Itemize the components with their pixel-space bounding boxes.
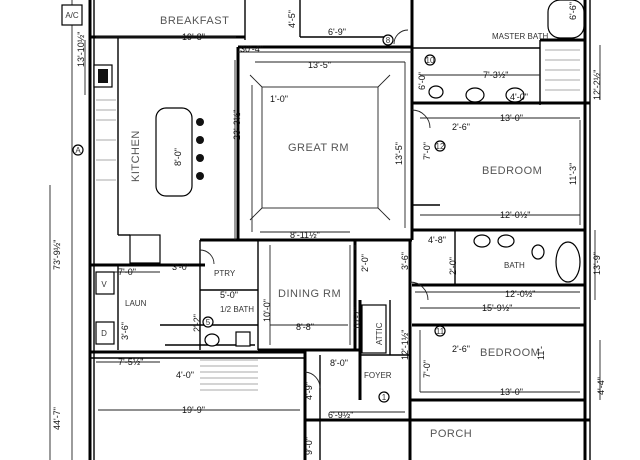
room-porch: PORCH (430, 428, 472, 440)
marker-5: 5 (206, 318, 211, 327)
marker-1: 1 (382, 393, 387, 402)
dim-foyer-9-0: 9'-0" (304, 437, 314, 455)
dryer-letter: D (101, 329, 107, 338)
markers: A 10 12 11 8 5 1 V D (72, 34, 446, 403)
room-bedroom-upper: BEDROOM (482, 165, 542, 177)
ac-label: A/C (65, 11, 79, 20)
room-laun: LAUN (125, 299, 147, 308)
dimension-labels: 19'-8" 30'-4" 6'-9" 7'-3½" 13'-5" 1'-0" … (52, 2, 606, 455)
marker-a: A (75, 146, 81, 155)
dim-left-44: 44'-7" (52, 407, 62, 430)
dim-bed-11-3: 11'-3" (568, 163, 578, 185)
room-half-bath: 1/2 BATH (220, 305, 254, 314)
dim-mb-7-3: 7'-3½" (483, 70, 508, 80)
room-bedroom-lower: BEDROOM (480, 347, 540, 359)
dim-left-73: 73'-9½" (52, 240, 62, 270)
dim-laun-2-2: 2'-2" (192, 314, 202, 332)
dim-garage-19-9: 19'-9" (182, 405, 205, 415)
dim-laun-3-0: 3'-0" (172, 262, 190, 272)
room-dining-rm: DINING RM (278, 288, 341, 300)
marker-8-top: 8 (386, 36, 391, 45)
dim-island-8-0: 8'-0" (173, 148, 183, 166)
dim-foyer-4-9: 4'-9" (304, 382, 314, 400)
dim-laun-3-6: 3'-6" (120, 322, 130, 340)
dim-bed-2-6-top: 2'-6" (452, 122, 470, 132)
dim-ptry-5-0: 5'-0" (220, 290, 238, 300)
dim-bath-4-8: 4'-8" (428, 235, 446, 245)
dim-dining-8-8: 8'-8" (296, 322, 314, 332)
room-kitchen: KITCHEN (130, 130, 142, 182)
room-bath: BATH (504, 261, 525, 270)
dim-mb-6-0: 6'-0" (417, 72, 427, 90)
dim-laun-7-0: 7'-0" (118, 267, 136, 277)
dim-bed-7-0-low: 7'-0" (422, 360, 432, 378)
dim-great-1-0: 1'-0" (270, 94, 288, 104)
dim-great-8-11: 8'-11½" (290, 230, 320, 240)
fixtures (61, 0, 585, 391)
dim-bath-13-9: 13'-9" (592, 252, 602, 275)
marker-11: 11 (436, 327, 445, 336)
room-attic: ATTIC (375, 322, 384, 345)
dim-bed-13-0-top: 13'-0" (500, 113, 523, 123)
dim-bed-15-9: 15'-9½" (482, 303, 512, 313)
room-master-bath: MASTER BATH (492, 32, 549, 41)
dim-bed-12-0-top: 12'-0½" (500, 210, 530, 220)
dim-mb-12-2: 12'-2½" (592, 70, 602, 100)
dim-dining-10-7: 10'-7" (352, 307, 362, 330)
dim-top-6-6: 6'-6" (568, 2, 578, 20)
marker-12: 12 (436, 142, 445, 151)
dim-hall-7-5: 7'-5½" (118, 357, 143, 367)
exterior-walls (88, 0, 591, 460)
dim-bed-4-4: 4'-4" (596, 377, 606, 395)
dim-great-2-0: 2'-0" (360, 254, 370, 272)
dim-mb-4-5: 4'-5" (287, 10, 297, 28)
dim-overall-30: 30'-4" (240, 44, 263, 54)
dim-kitchen-13-10: 13'-10½" (76, 32, 86, 67)
washer-letter: V (101, 280, 107, 289)
room-ptry: PTRY (214, 269, 236, 278)
room-labels: A/C BREAKFAST GREAT RM DINING RM BEDROOM… (65, 11, 548, 440)
room-breakfast: BREAKFAST (160, 15, 229, 27)
dim-foyer-8-0: 8'-0" (330, 358, 348, 368)
dim-great-13-5-right: 13'-5" (394, 142, 404, 165)
dim-foyer-6-9: 6'-9½" (328, 410, 353, 420)
dim-great-13-5-top: 13'-5" (308, 60, 331, 70)
dim-hall-4-0: 4'-0" (176, 370, 194, 380)
dim-bed-11: 11'- (536, 346, 546, 360)
dim-bath-3-6: 3'-6" (400, 252, 410, 270)
dim-breakfast-width: 19'-8" (182, 32, 205, 42)
room-foyer: FOYER (364, 371, 392, 380)
marker-10: 10 (426, 56, 435, 65)
dim-bed-12-0-low: 12'-0½" (505, 289, 535, 299)
dim-mb-4-0: 4'-0" (510, 92, 528, 102)
dim-master-6-9: 6'-9" (328, 27, 346, 37)
dim-bed-7-0-top: 7'-0" (422, 142, 432, 160)
dim-great-23-3: 23'-3½" (232, 110, 242, 140)
dim-bed-12-1: 12'-1½" (400, 330, 410, 360)
dim-dining-10-0: 10'-0" (262, 299, 272, 322)
dim-bed-13-0-low: 13'-0" (500, 387, 523, 397)
dim-bath-2-0: 2'-0" (448, 257, 458, 275)
dimension-lines (49, 0, 601, 460)
dim-bed-2-6-low: 2'-6" (452, 344, 470, 354)
room-great-rm: GREAT RM (288, 142, 349, 154)
